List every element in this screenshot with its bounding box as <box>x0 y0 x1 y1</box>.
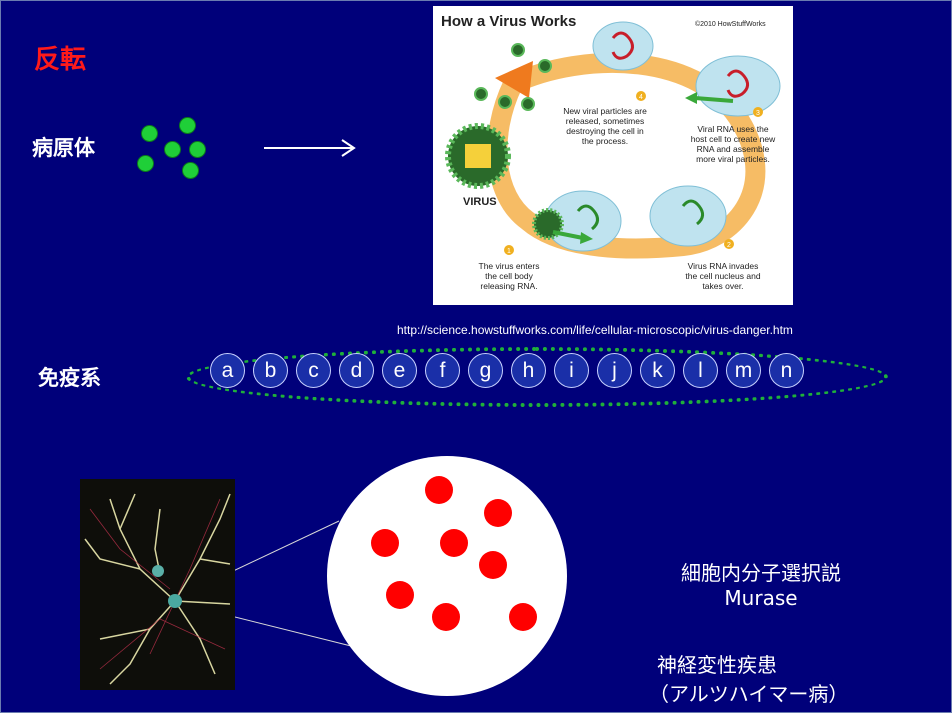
green-arrow-icon <box>685 92 697 104</box>
virus-capsid <box>465 144 491 168</box>
red-particle <box>371 529 399 557</box>
red-particle <box>479 551 507 579</box>
immune-cell: c <box>296 353 331 388</box>
virus-particle <box>521 97 535 111</box>
step-text: released, sometimes <box>566 116 644 126</box>
virus-particle <box>474 87 488 101</box>
pathogen-dot <box>141 125 158 142</box>
red-particle <box>432 603 460 631</box>
step-text: Virus RNA invades <box>688 261 759 271</box>
step-text: releasing RNA. <box>480 281 537 291</box>
figure-title: How a Virus Works <box>441 13 576 30</box>
immune-cell: b <box>253 353 288 388</box>
theory-author: Murase <box>724 586 798 610</box>
red-particle <box>425 476 453 504</box>
neuron-image <box>80 479 235 690</box>
immune-cell: d <box>339 353 374 388</box>
step-badge <box>724 239 734 249</box>
immune-cell: k <box>640 353 675 388</box>
step-number: 2 <box>727 242 731 249</box>
zoomed-cell-circle <box>327 456 567 696</box>
right-arrow-icon <box>264 139 356 157</box>
step-number: 3 <box>756 110 760 117</box>
immune-cell: e <box>382 353 417 388</box>
step-text: destroying the cell in <box>566 126 644 136</box>
virus-label: VIRUS <box>463 196 497 208</box>
step-text: the cell nucleus and <box>685 271 760 281</box>
step-text: RNA and assemble <box>697 144 770 154</box>
host-cell <box>592 21 654 71</box>
step-text: The virus enters <box>479 261 540 271</box>
red-particle <box>509 603 537 631</box>
step-text: host cell to create new <box>691 134 776 144</box>
source-url[interactable]: http://science.howstuffworks.com/life/ce… <box>397 323 793 337</box>
immune-cell: h <box>511 353 546 388</box>
red-particle <box>484 499 512 527</box>
rna-strand <box>681 199 704 226</box>
disease-example: （アルツハイマー病） <box>649 682 849 706</box>
step-text: the cell body <box>485 271 533 281</box>
pathogen-dot <box>189 141 206 158</box>
neuron-soma <box>152 565 164 577</box>
rna-strand <box>611 31 634 60</box>
figure-copyright: ©2010 HowStuffWorks <box>695 20 766 28</box>
virus-particle <box>511 43 525 57</box>
rna-strand <box>576 204 599 231</box>
immune-cell: a <box>210 353 245 388</box>
immune-cell: n <box>769 353 804 388</box>
pathogen-dot <box>137 155 154 172</box>
pathogen-dot <box>182 162 199 179</box>
step-badge <box>504 245 514 255</box>
immune-ellipse <box>186 347 888 407</box>
disease-block: 神経変性疾患 （アルツハイマー病） <box>649 649 879 707</box>
green-arrow-icon <box>552 230 584 240</box>
theory-title: 細胞内分子選択説 <box>681 561 841 585</box>
immune-cell: j <box>597 353 632 388</box>
rna-strand <box>726 69 749 98</box>
cycle-arrowhead <box>495 61 533 98</box>
green-arrow-icon <box>580 232 593 244</box>
virus-lifecycle-figure: How a Virus Works ©2010 HowStuffWorks VI… <box>433 6 793 305</box>
step-badge <box>753 107 763 117</box>
pathogen-label: 病原体 <box>32 136 95 160</box>
red-particle <box>440 529 468 557</box>
theory-block: 細胞内分子選択説 Murase <box>661 557 861 610</box>
virus-particle <box>498 95 512 109</box>
immune-cell: l <box>683 353 718 388</box>
immune-cell: g <box>468 353 503 388</box>
step-text: takes over. <box>702 281 743 291</box>
immune-label: 免疫系 <box>38 366 101 390</box>
step-number: 4 <box>639 94 643 101</box>
step-text: more viral particles. <box>696 154 770 164</box>
immune-cell: f <box>425 353 460 388</box>
pathogen-dot <box>164 141 181 158</box>
disease-title: 神経変性疾患 <box>657 653 777 677</box>
virus-particle <box>538 59 552 73</box>
step-badge <box>636 91 646 101</box>
slide-title: 反転 <box>34 45 87 75</box>
green-arrow-icon <box>694 96 734 103</box>
step-text: Viral RNA uses the <box>697 124 768 134</box>
step-text: the process. <box>582 136 628 146</box>
neuron-soma <box>168 594 182 608</box>
immune-cell: i <box>554 353 589 388</box>
pathogen-dot <box>179 117 196 134</box>
step-number: 1 <box>507 248 511 255</box>
step-text: New viral particles are <box>563 106 647 116</box>
host-cell <box>649 185 727 247</box>
immune-cell: m <box>726 353 761 388</box>
red-particle <box>386 581 414 609</box>
